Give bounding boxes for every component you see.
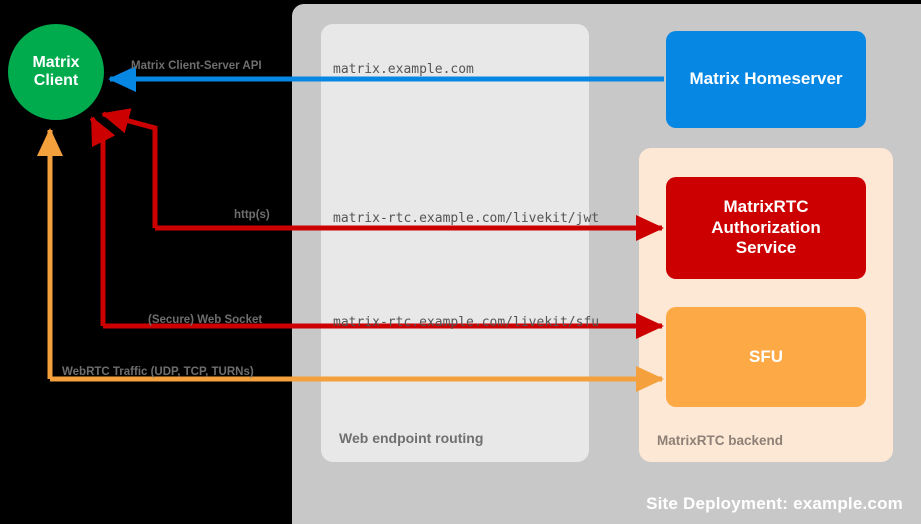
label-matrix-client-server-api: Matrix Client-Server API: [131, 60, 262, 72]
label-webrtc-traffic: WebRTC Traffic (UDP, TCP, TURNs): [62, 366, 254, 378]
label-secure-web-socket: (Secure) Web Socket: [148, 314, 263, 326]
sfu-node: SFU: [666, 307, 866, 407]
matrix-homeserver-node: Matrix Homeserver: [666, 31, 866, 128]
matrix-client-label-line1: Matrix: [32, 53, 80, 71]
site-deployment-label: Site Deployment: example.com: [646, 494, 903, 513]
matrix-homeserver-label: Matrix Homeserver: [689, 69, 843, 89]
web-endpoint-routing-panel: Web endpoint routing: [321, 24, 589, 462]
matrixrtc-backend-label: MatrixRTC backend: [657, 433, 784, 448]
auth-service-label-line3: Service: [735, 238, 797, 258]
arrow-sfu-websocket-return: [89, 116, 116, 326]
endpoint-livekit-sfu: matrix-rtc.example.com/livekit/sfu: [333, 315, 600, 330]
endpoint-matrix-example-com: matrix.example.com: [333, 62, 474, 77]
arrow-jwt-auth-return: [101, 108, 158, 228]
matrixrtc-authorization-service-node: MatrixRTC Authorization Service: [666, 177, 866, 279]
endpoint-livekit-jwt: matrix-rtc.example.com/livekit/jwt: [333, 211, 600, 226]
auth-service-label-line1: MatrixRTC: [723, 197, 809, 217]
matrix-client-node: Matrix Client: [8, 24, 104, 120]
matrix-client-label-line2: Client: [33, 72, 79, 89]
sfu-label: SFU: [749, 346, 783, 366]
auth-service-label-line2: Authorization: [711, 217, 821, 237]
web-endpoint-routing-label: Web endpoint routing: [339, 430, 484, 446]
label-http-s: http(s): [234, 209, 270, 221]
